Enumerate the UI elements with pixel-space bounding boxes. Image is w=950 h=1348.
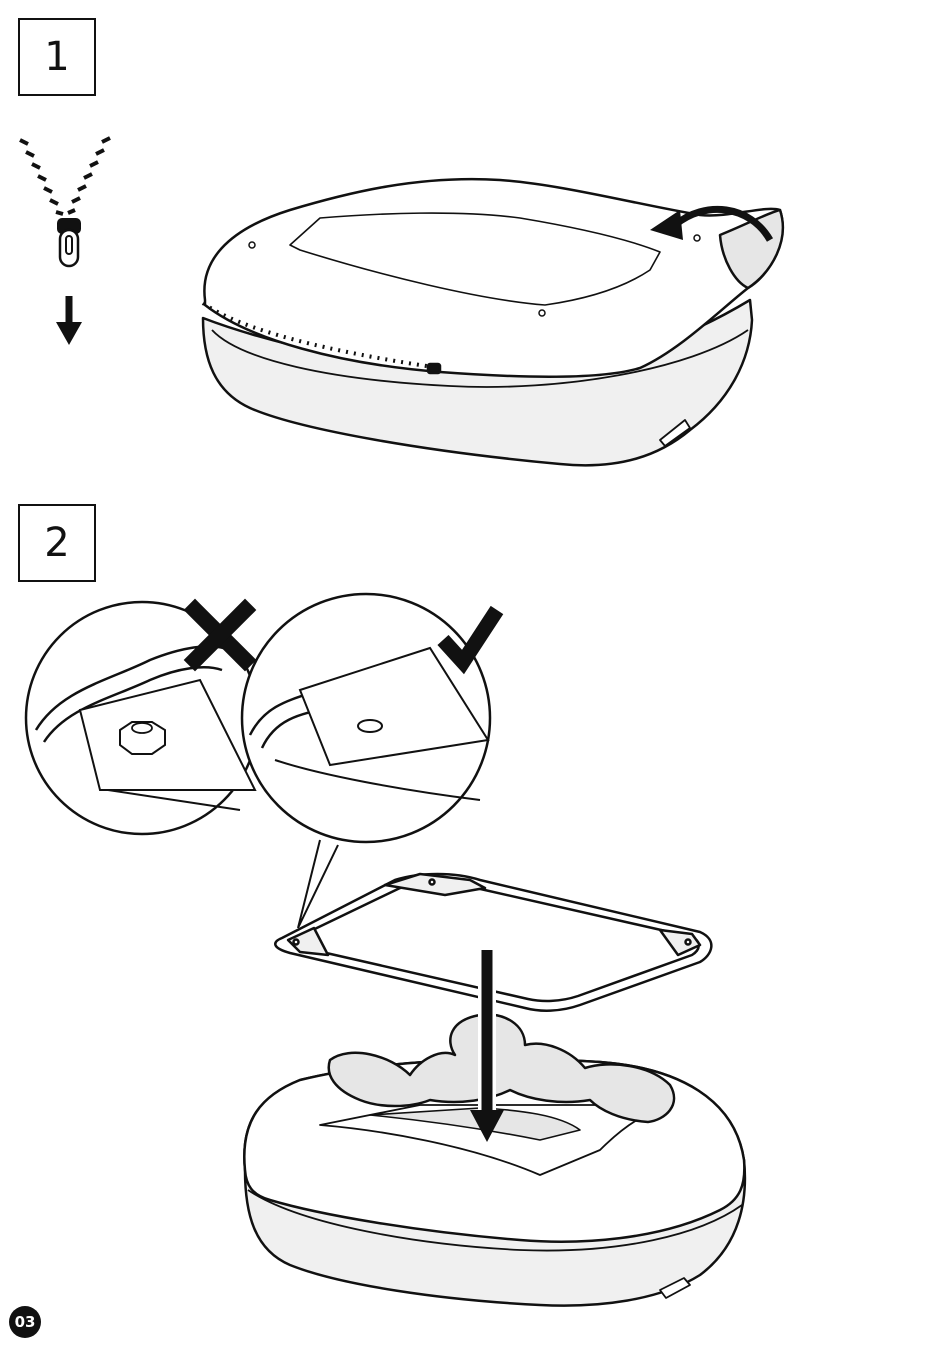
zipper-pull-icon — [57, 218, 81, 266]
page-number: 03 — [9, 1306, 41, 1338]
arrow-down-icon — [56, 296, 82, 345]
zipper-open-icon — [20, 138, 110, 214]
seat-cushion-with-cover — [203, 179, 783, 465]
